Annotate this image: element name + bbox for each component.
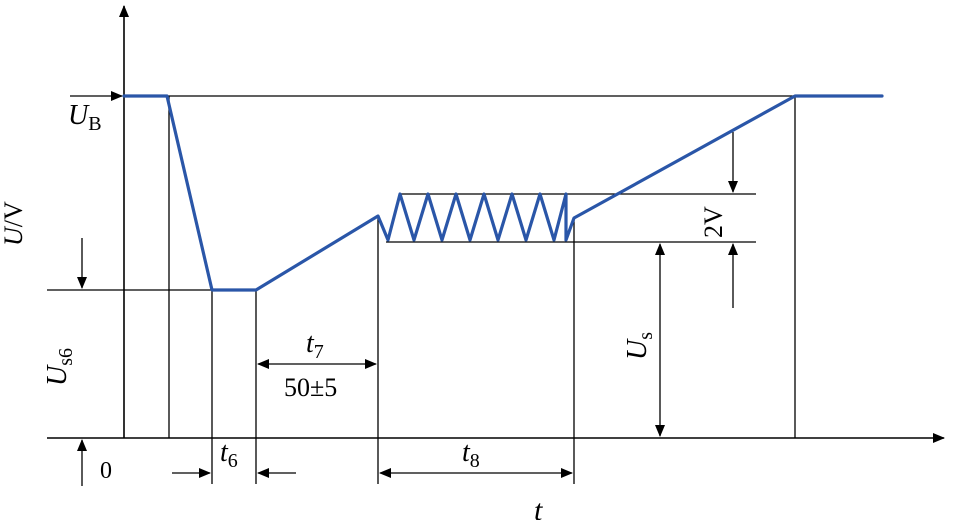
x-axis-label: t bbox=[534, 494, 543, 520]
us6-label: Us6 bbox=[42, 348, 77, 386]
t7-value-label: 50±5 bbox=[284, 373, 337, 402]
y-axis-label: U/V bbox=[0, 201, 28, 246]
us-label: Us bbox=[622, 332, 657, 360]
t7-label: t7 bbox=[306, 328, 324, 363]
ripple-label: 2V bbox=[699, 206, 728, 238]
voltage-waveform bbox=[122, 94, 884, 292]
ub-label: UB bbox=[68, 100, 102, 135]
t8-label: t8 bbox=[462, 437, 480, 472]
t6-label: t6 bbox=[220, 437, 238, 472]
origin-label: 0 bbox=[100, 458, 112, 484]
